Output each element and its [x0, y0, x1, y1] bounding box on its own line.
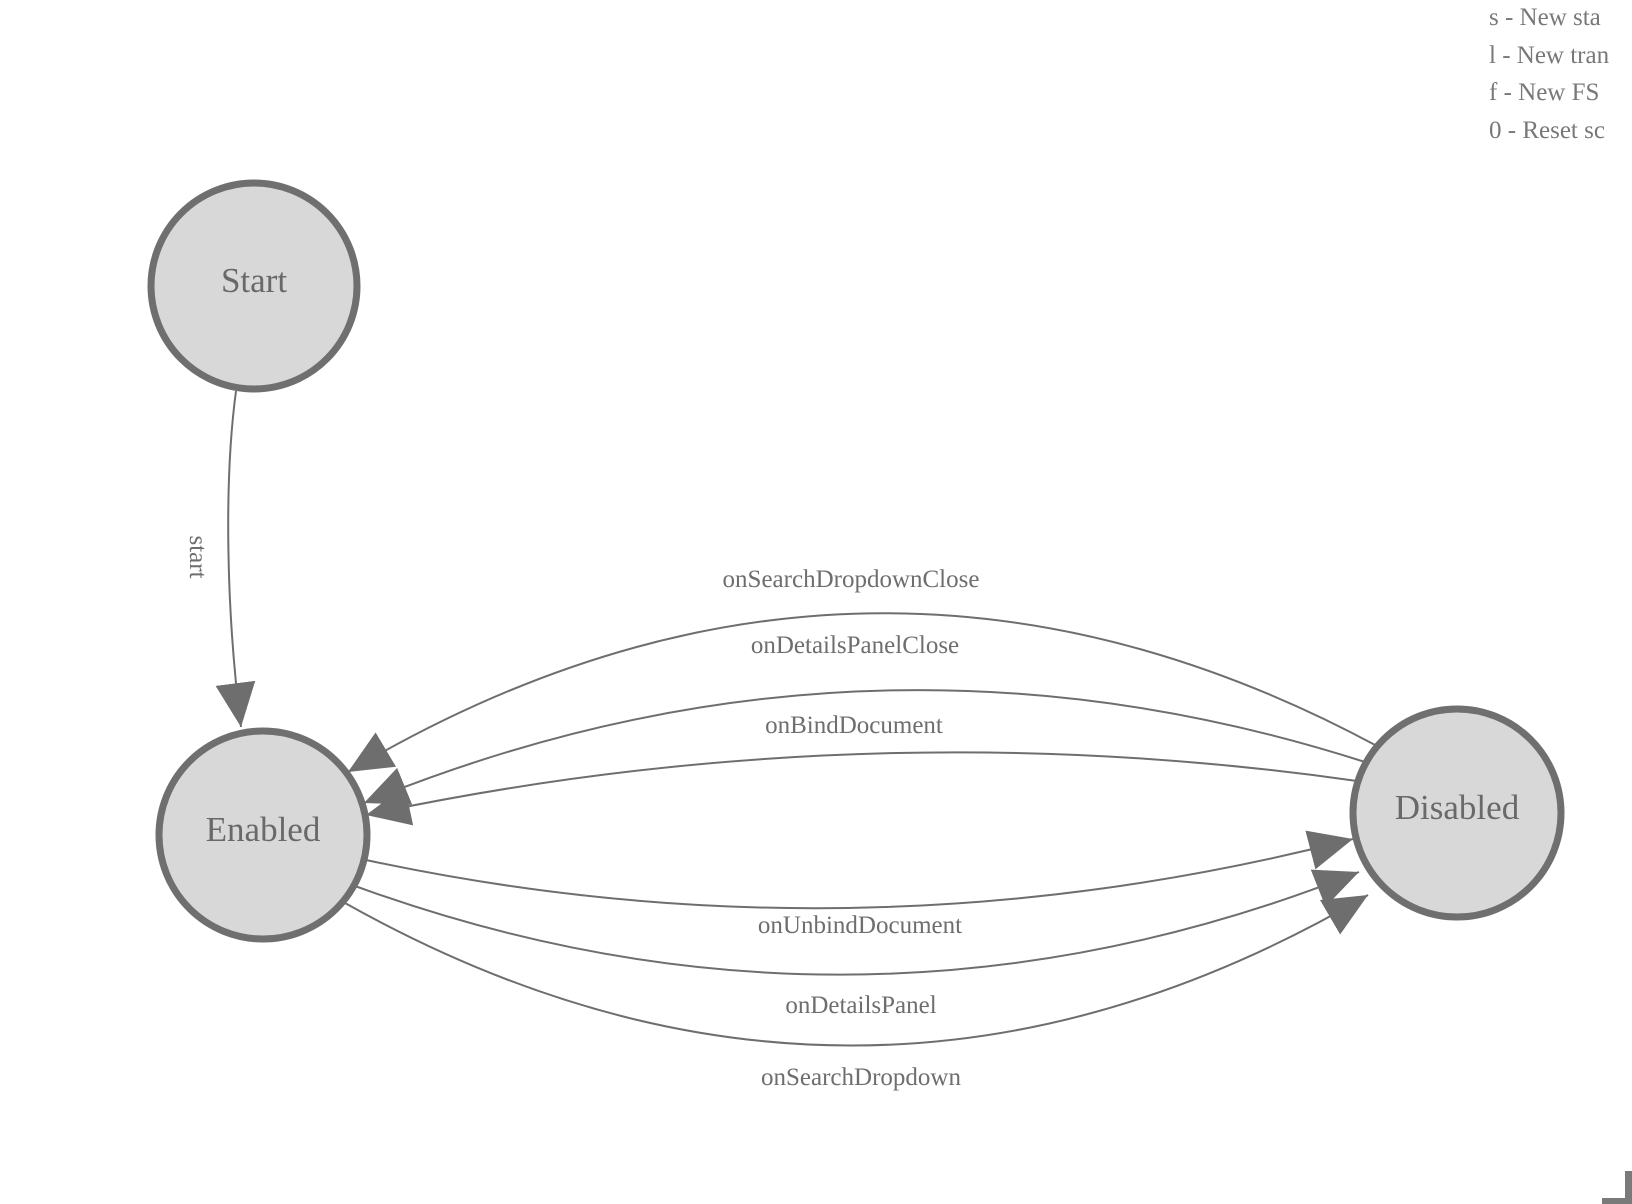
- transition-labels: start onSearchDropdownClose onDetailsPan…: [184, 535, 979, 1091]
- state-node-disabled[interactable]: Disabled: [1349, 705, 1565, 921]
- transition-onDetailsPanelClose[interactable]: [363, 689, 1366, 805]
- legend-line: l - New tran: [1489, 42, 1610, 69]
- legend-line: s - New sta: [1489, 4, 1601, 31]
- state-circle-disabled[interactable]: [1349, 705, 1565, 921]
- legend: s - New sta l - New tran f - New FS 0 - …: [1489, 4, 1610, 144]
- state-node-start[interactable]: Start: [147, 179, 361, 393]
- canvas-corner-icon: [1602, 1171, 1632, 1204]
- legend-line: 0 - Reset sc: [1489, 117, 1605, 144]
- edge-label-onBindDocument: onBindDocument: [765, 712, 943, 739]
- state-label-enabled: Enabled: [206, 810, 321, 849]
- state-node-enabled[interactable]: Enabled: [155, 727, 371, 943]
- transition-onUnbindDocument[interactable]: [365, 830, 1354, 910]
- state-label-disabled: Disabled: [1395, 788, 1520, 827]
- transition-onSearchDropdownClose[interactable]: [347, 612, 1378, 773]
- edge-label-onDetailsPanelClose: onDetailsPanelClose: [751, 632, 959, 659]
- edge-label-onSearchDropdownClose: onSearchDropdownClose: [723, 566, 980, 593]
- transition-onSearchDropdown[interactable]: [344, 894, 1369, 1047]
- edge-label-onDetailsPanel: onDetailsPanel: [785, 992, 936, 1019]
- edge-label-onSearchDropdown: onSearchDropdown: [761, 1064, 961, 1091]
- state-label-start: Start: [221, 261, 287, 300]
- edge-label-onUnbindDocument: onUnbindDocument: [758, 912, 962, 939]
- transition-onBindDocument[interactable]: [365, 751, 1358, 826]
- state-circle-start[interactable]: [147, 179, 361, 393]
- transition-start[interactable]: [215, 390, 256, 728]
- canvas-corner-vertical: [1625, 1171, 1632, 1204]
- transition-onDetailsPanel[interactable]: [354, 869, 1360, 976]
- edge-label-start: start: [184, 535, 211, 578]
- state-circle-enabled[interactable]: [155, 727, 371, 943]
- legend-line: f - New FS: [1489, 79, 1599, 106]
- canvas-corner-horizontal: [1602, 1198, 1632, 1204]
- transitions: [215, 390, 1378, 1047]
